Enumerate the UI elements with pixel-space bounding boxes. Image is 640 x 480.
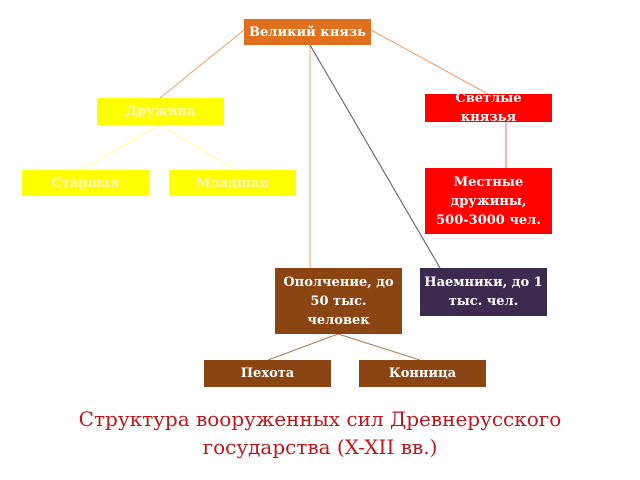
node-infantry: Пехота (204, 360, 331, 387)
line-druzhina-to-junior (159, 124, 236, 171)
node-cavalry: Конница (359, 360, 486, 387)
node-local-druzhinas: Местные дружины, 500-3000 чел. (425, 168, 552, 234)
node-militia: Ополчение, до 50 тыс. человек (275, 268, 402, 334)
node-druzhina: Дружина (97, 98, 224, 125)
line-druzhina-to-senior (79, 124, 161, 171)
line-grand-to-bright (370, 29, 489, 95)
line-grand-to-druzhina (159, 29, 245, 99)
node-grand-prince: Великий князь (244, 19, 371, 45)
node-senior-druzhina: Старшая (22, 170, 149, 196)
line-grand-to-merc (309, 44, 441, 269)
line-militia-to-cavalry (337, 333, 421, 361)
node-bright-princes: Светлые князья (425, 91, 552, 125)
diagram-caption: Структура вооруженных сил Древнерусского… (78, 407, 562, 459)
node-mercenaries: Наемники, до 1 тыс. чел. (420, 268, 547, 316)
node-junior-druzhina: Младшая (169, 170, 296, 196)
line-militia-to-infantry (267, 333, 339, 361)
